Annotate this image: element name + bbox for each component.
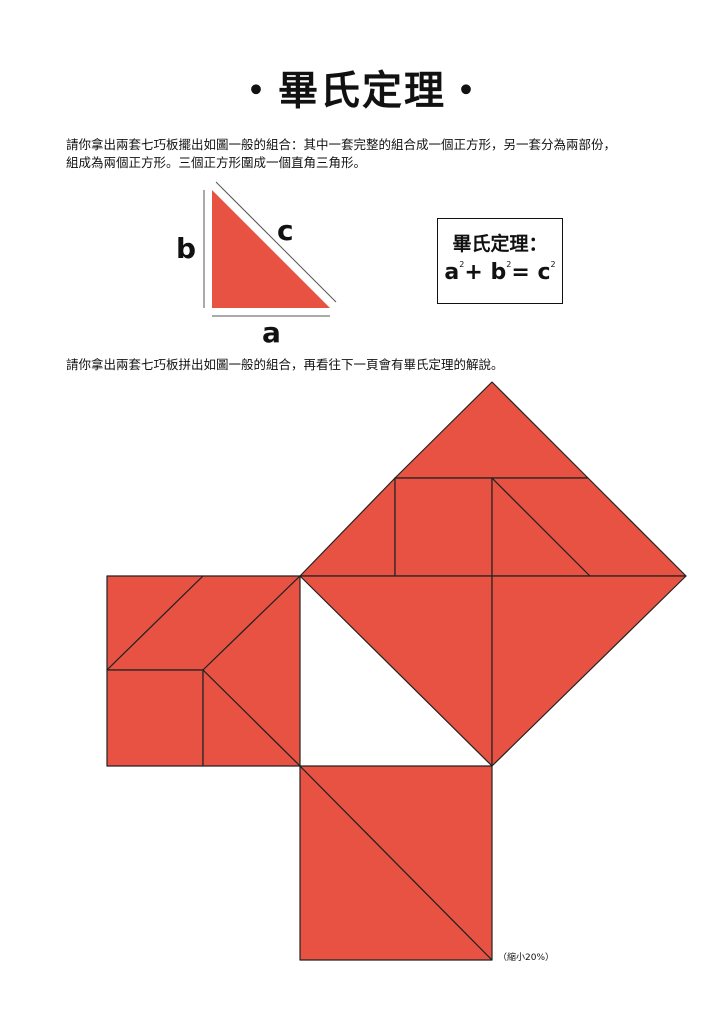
label-b: b	[176, 232, 197, 265]
piece-c-bottom-right-triangle	[491, 575, 687, 767]
page-title: ・畢氏定理・	[236, 68, 488, 114]
right-triangle	[212, 190, 330, 308]
tangram-figure	[106, 381, 687, 961]
instruction-line-2: 組成為兩個正方形。三個正方形圍成一個直角三角形。	[66, 155, 367, 170]
scale-note: （縮小20%）	[498, 953, 555, 963]
formula-exp-c: 2	[550, 260, 556, 269]
formula-exp-a: 2	[459, 260, 465, 269]
formula-a: a	[444, 260, 460, 285]
label-a: a	[262, 316, 281, 349]
instruction-line-1: 請你拿出兩套七巧板擺出如圖一般的組合：其中一套完整的組合成一個正方形，另一套分為…	[66, 137, 617, 152]
formula-plus: +	[464, 260, 483, 285]
formula-title: 畢氏定理：	[452, 233, 548, 255]
piece-b-square	[106, 669, 204, 767]
formula-equation: a2+ b2= c2	[438, 260, 562, 285]
piece-b-small-triangle	[202, 669, 301, 767]
formula-equals: =	[511, 260, 530, 285]
piece-c-bottom-left-triangle	[299, 575, 493, 767]
pythagoras-formula-box: 畢氏定理： a2+ b2= c2	[437, 218, 563, 304]
formula-c: c	[537, 260, 551, 285]
piece-c-left-triangle	[299, 477, 396, 577]
formula-b: b	[490, 260, 507, 285]
instruction-line-3: 請你拿出兩套七巧板拼出如圖一般的組合，再看往下一頁會有畢氏定理的解說。	[66, 357, 504, 372]
piece-a-right-triangle	[299, 765, 493, 961]
side-c-line	[215, 181, 337, 303]
piece-c-square	[394, 477, 493, 577]
formula-exp-b: 2	[506, 260, 512, 269]
label-c: c	[277, 214, 294, 247]
piece-c-top-triangle	[394, 381, 589, 479]
